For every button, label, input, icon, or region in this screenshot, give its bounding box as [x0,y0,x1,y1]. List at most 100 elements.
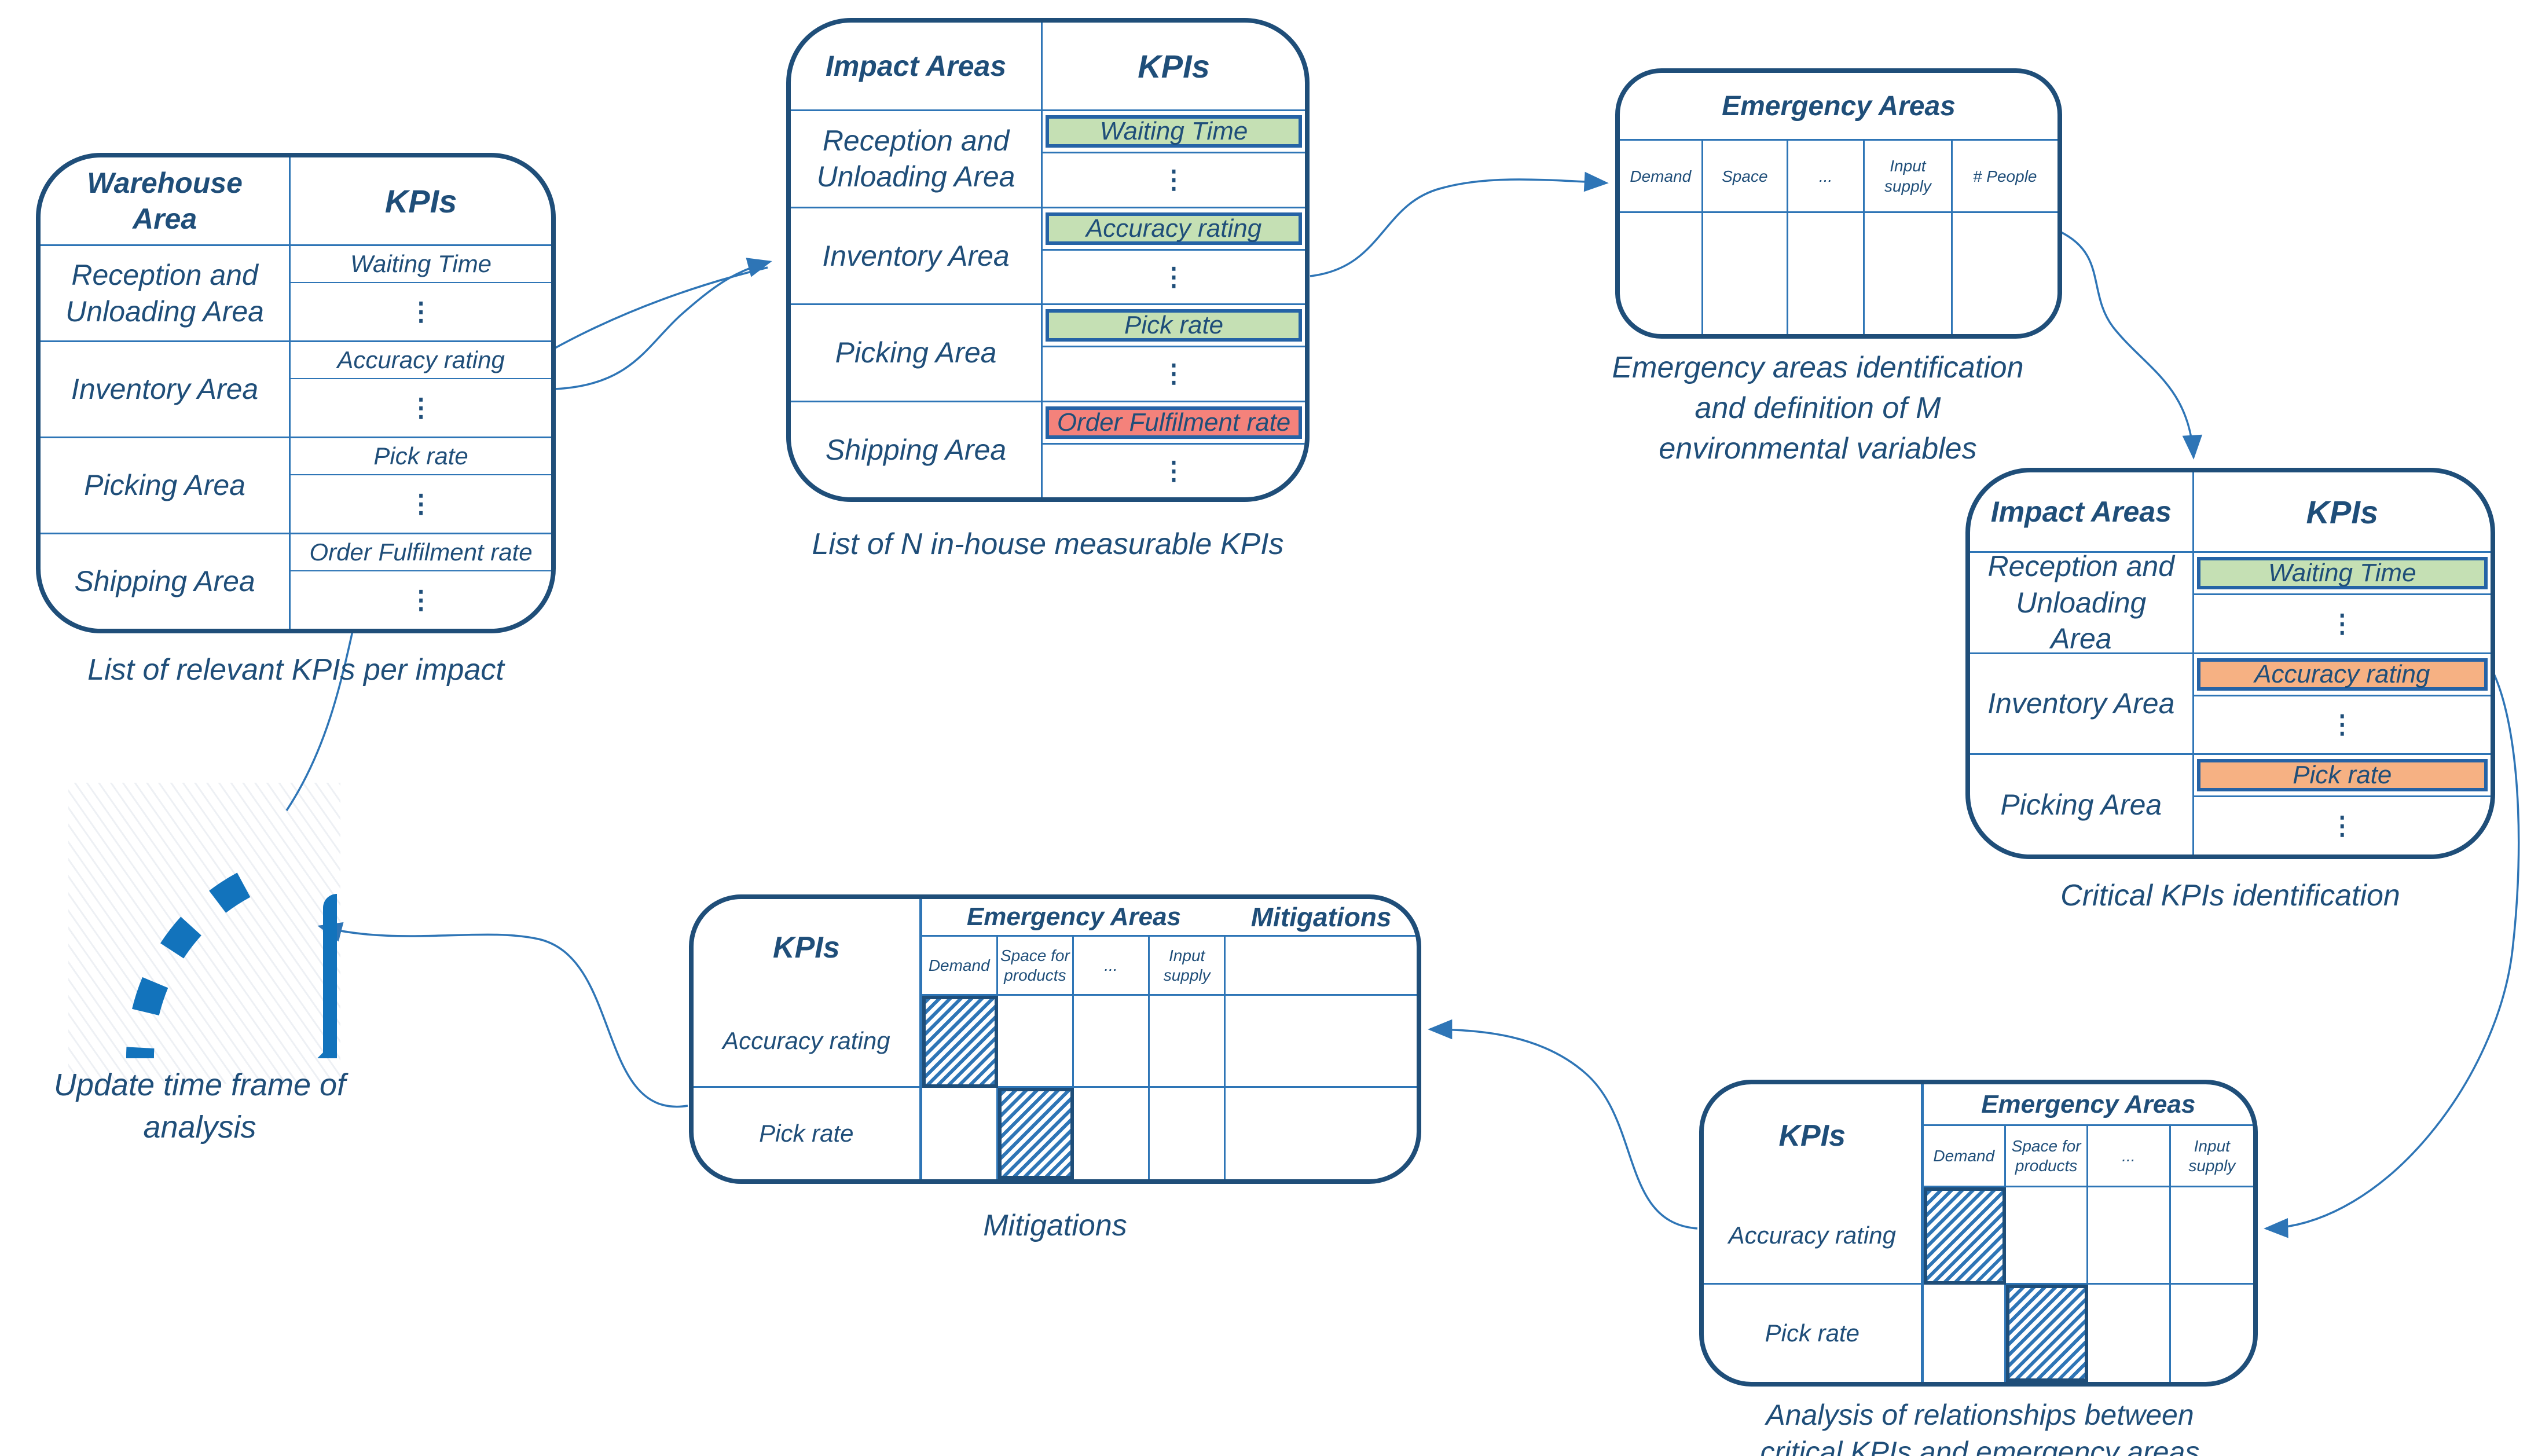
caption-warehouse-table: List of relevant KPIs per impact [87,653,504,687]
mitigations-matrix-table: KPIs Emergency Areas Mitigations Demand … [689,894,1421,1184]
table-row: Shipping Area Order Fulfilment rate ⋮ [41,534,551,629]
kpi-cell: Order Fulfilment rate [291,534,551,571]
table-row: Picking Area Pick rate ⋮ [791,305,1305,402]
empty-cell [1865,213,1953,334]
kpi-highlight-chip: Waiting Time [2196,557,2488,589]
update-time-clock-svg [126,848,548,1269]
warehouse-kpis-table: Warehouse Area KPIs Reception and Unload… [36,153,556,633]
mitigation-empty-cell [1226,996,1417,1088]
table-row [1620,213,2057,334]
column-header-impact-areas: Impact Areas [791,23,1043,109]
kpi-row-label: Pick rate [694,1087,922,1179]
area-cell: Picking Area [791,305,1043,401]
table-header-row: Warehouse Area KPIs [41,157,551,246]
kpi-highlight-chip: Pick rate [2196,759,2488,792]
arrow-emergency-to-critical [2059,230,2203,460]
column-header-impact-areas: Impact Areas [1970,472,2194,551]
empty-cell [2005,1187,2089,1285]
empty-cell [1226,937,1417,996]
caption-line: Analysis of relationships between [1766,1399,2194,1431]
column-header-demand: Demand [1620,141,1703,211]
relationship-hatched-cell [1923,1187,2006,1285]
empty-cell [2171,1285,2253,1382]
column-header-kpis: KPIs [2306,493,2379,530]
ellipsis-dots: ⋮ [1161,166,1187,195]
caption-analysis-matrix: Analysis of relationships between critic… [1662,1396,2298,1456]
area-cell: Reception and Unloading Area [791,111,1043,207]
relationship-hatched-cell [922,996,998,1088]
empty-cell [1150,996,1226,1088]
ellipsis-dots: ⋮ [408,393,434,422]
arrow-inhouse-to-emergency [1310,171,1609,277]
column-header-demand: Demand [1923,1126,2006,1187]
clock-icon [71,792,548,1269]
column-header-ellipsis: ... [2088,1126,2171,1187]
area-cell: Reception and Unloading Area [1970,550,2194,655]
kpi-highlight-chip: Accuracy rating [1046,212,1302,245]
caption-mitigations: Mitigations [983,1209,1127,1242]
table-row: Inventory Area Accuracy rating ⋮ [41,342,551,438]
kpi-highlight-chip: Accuracy rating [2196,658,2488,691]
empty-cell [1703,213,1789,334]
table-row: Reception and Unloading Area Waiting Tim… [1970,550,2491,655]
empty-cell [1620,213,1703,334]
column-header-space-for-products: Space for products [997,937,1074,996]
column-header-people: # People [1972,167,2037,185]
clock-rim-solid-arc [154,848,548,1269]
background-hatch-watermark [68,783,340,1084]
kpi-highlight-chip: Waiting Time [1046,115,1302,148]
group-header-emergency-areas: Emergency Areas [1923,1084,2253,1126]
caption-line: environmental variables [1659,432,1977,466]
column-header-demand: Demand [922,937,998,996]
analysis-matrix-table: KPIs Emergency Areas Demand Space for pr… [1699,1080,2258,1387]
clock-hands [226,894,351,1169]
table-row: Reception and Unloading Area Waiting Tim… [41,246,551,342]
empty-cell [1953,213,2057,334]
kpi-row-label: Accuracy rating [694,996,922,1088]
kpi-row-label: Pick rate [1704,1285,1924,1382]
column-header-input-supply: Input supply [1150,937,1226,996]
empty-cell [2088,1285,2171,1382]
caption-update-timeframe: Update time frame of analysis [53,1068,346,1145]
ellipsis-dots: ⋮ [2329,811,2355,840]
arrow-mitigations-to-clock [317,922,688,1108]
empty-cell [1073,996,1150,1088]
table-row: Shipping Area Order Fulfilment rate ⋮ [791,402,1305,497]
ellipsis-dots: ⋮ [2329,710,2355,739]
caption-critical-kpis: Critical KPIs identification [2060,879,2400,912]
kpi-cell: Waiting Time [291,246,551,283]
column-header-mitigations: Mitigations [1226,899,1417,937]
emergency-areas-table: Emergency Areas Demand Space ... Input s… [1615,68,2062,339]
column-header-ellipsis: ... [1073,937,1150,996]
relationship-hatched-cell [997,1087,1074,1179]
column-header-input-supply: Input supply [2170,1126,2253,1187]
column-header-kpis: KPIs [1138,47,1210,85]
caption-line: and definition of M [1695,391,1941,426]
column-header-input-supply: Input supply [1865,141,1953,211]
kpi-row-label: Accuracy rating [1704,1187,1924,1285]
ellipsis-dots: ⋮ [1161,456,1187,485]
column-header-ellipsis: ... [1788,141,1865,211]
critical-kpis-table: Impact Areas KPIs Reception and Unloadin… [1965,468,2495,859]
column-header-warehouse-area: Warehouse Area [41,157,291,244]
empty-cell [1788,213,1865,334]
column-header-space-for-products: Space for products [2005,1126,2089,1187]
table-header-row: Impact Areas KPIs [791,23,1305,111]
caption-inhouse-table: List of N in-house measurable KPIs [812,527,1284,561]
table-row: Picking Area Pick rate ⋮ [41,438,551,534]
arrow-analysis-to-mitigations [1428,1019,1698,1230]
column-header-space: Space [1703,141,1789,211]
column-header-kpis: KPIs [1704,1084,1924,1187]
area-cell: Reception and Unloading Area [41,246,291,340]
empty-cell [1150,1087,1226,1179]
ellipsis-dots: ⋮ [408,297,434,326]
inhouse-kpis-table: Impact Areas KPIs Reception and Unloadin… [786,18,1310,502]
column-header-kpis: KPIs [694,899,922,996]
kpi-cell: Accuracy rating [291,342,551,379]
caption-line: critical KPIs and emergency areas [1760,1436,2200,1456]
emergency-areas-title: Emergency Areas [1620,73,2057,141]
ellipsis-dots: ⋮ [2329,609,2355,638]
area-cell: Picking Area [41,438,291,533]
table-header-row: Impact Areas KPIs [1970,472,2491,553]
